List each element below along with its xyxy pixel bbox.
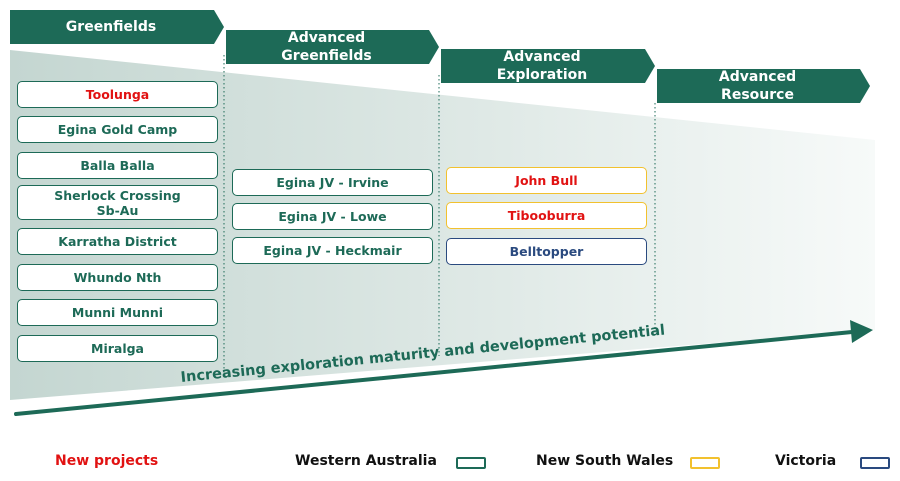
legend-western-australia-label: Western Australia: [295, 453, 437, 469]
project-box-whundo-nth: Whundo Nth: [17, 264, 218, 291]
project-box-belltopper: Belltopper: [446, 238, 647, 265]
project-box-tibooburra: Tibooburra: [446, 202, 647, 229]
project-box-miralga: Miralga: [17, 335, 218, 362]
stage-greenfields: Greenfields: [10, 10, 224, 44]
stage-label: Advanced Exploration: [496, 49, 588, 83]
project-box-balla-balla: Balla Balla: [17, 152, 218, 179]
project-box-john-bull: John Bull: [446, 167, 647, 194]
stage-label: Greenfields: [65, 19, 157, 35]
stage-advanced-resource: Advanced Resource: [657, 69, 870, 103]
stage-banner-shape: [10, 10, 224, 44]
stage-banner-shape: [441, 49, 655, 83]
legend-victoria-label: Victoria: [775, 453, 837, 469]
legend-new-south-wales-label: New South Wales: [536, 453, 674, 469]
legend-new-projects: New projects: [55, 453, 159, 469]
project-box-egina-jv-lowe: Egina JV - Lowe: [232, 203, 433, 230]
project-box-egina-jv-heckmair: Egina JV - Heckmair: [232, 237, 433, 264]
maturity-arrow-shaft: [14, 330, 854, 416]
project-box-sherlock-crossing: Sherlock Crossing Sb-Au: [17, 185, 218, 220]
project-box-karratha-district: Karratha District: [17, 228, 218, 255]
maturity-arrow-head: [850, 320, 873, 343]
maturity-wedge: [10, 50, 875, 400]
project-box-toolunga: Toolunga: [17, 81, 218, 108]
stage-banner-shape: [226, 30, 439, 64]
stage-advanced-exploration: Advanced Exploration: [441, 49, 655, 83]
project-box-egina-jv-irvine: Egina JV - Irvine: [232, 169, 433, 196]
stage-label: Advanced Resource: [718, 69, 797, 103]
stage-advanced-greenfields: Advanced Greenfields: [226, 30, 439, 64]
legend-new-south-wales-swatch: [690, 457, 720, 469]
legend-western-australia-swatch: [456, 457, 486, 469]
legend-victoria-swatch: [860, 457, 890, 469]
project-box-munni-munni: Munni Munni: [17, 299, 218, 326]
stage-banner-shape: [657, 69, 870, 103]
project-box-egina-gold-camp: Egina Gold Camp: [17, 116, 218, 143]
stage-label: Advanced Greenfields: [281, 30, 372, 64]
